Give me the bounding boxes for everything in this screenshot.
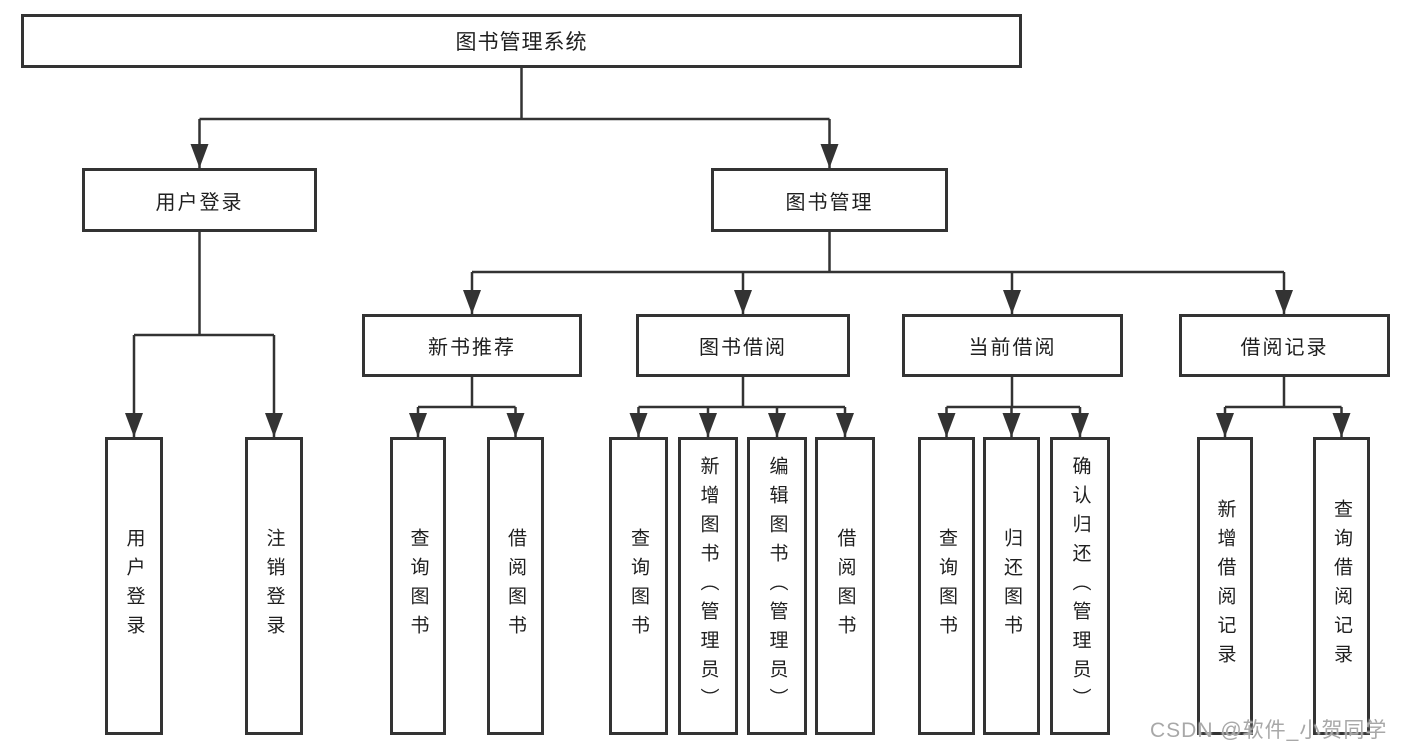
leaf-current-query-books: 查询图书 — [918, 437, 975, 735]
leaf-records-add: 新增借阅记录 — [1197, 437, 1253, 735]
leaf-borrow-query-books: 查询图书 — [609, 437, 668, 735]
leaf-newbook-query-books: 查询图书 — [390, 437, 446, 735]
node-borrow-records: 借阅记录 — [1179, 314, 1390, 377]
leaf-borrow-add-books-admin: 新增图书（管理员） — [678, 437, 738, 735]
node-current-borrow: 当前借阅 — [902, 314, 1123, 377]
node-new-book-recommend: 新书推荐 — [362, 314, 582, 377]
leaf-newbook-borrow-books: 借阅图书 — [487, 437, 544, 735]
csdn-watermark: CSDN @软件_小贺同学 — [1150, 719, 1388, 742]
node-book-management: 图书管理 — [711, 168, 948, 232]
leaf-current-return-books: 归还图书 — [983, 437, 1040, 735]
leaf-logout: 注销登录 — [245, 437, 303, 735]
leaf-borrow-borrow-books: 借阅图书 — [815, 437, 875, 735]
leaf-current-confirm-return-admin: 确认归还（管理员） — [1050, 437, 1110, 735]
node-root: 图书管理系统 — [21, 14, 1022, 68]
node-book-borrow: 图书借阅 — [636, 314, 850, 377]
leaf-records-query: 查询借阅记录 — [1313, 437, 1370, 735]
node-user-login: 用户登录 — [82, 168, 317, 232]
leaf-user-login: 用户登录 — [105, 437, 163, 735]
leaf-borrow-edit-books-admin: 编辑图书（管理员） — [747, 437, 807, 735]
